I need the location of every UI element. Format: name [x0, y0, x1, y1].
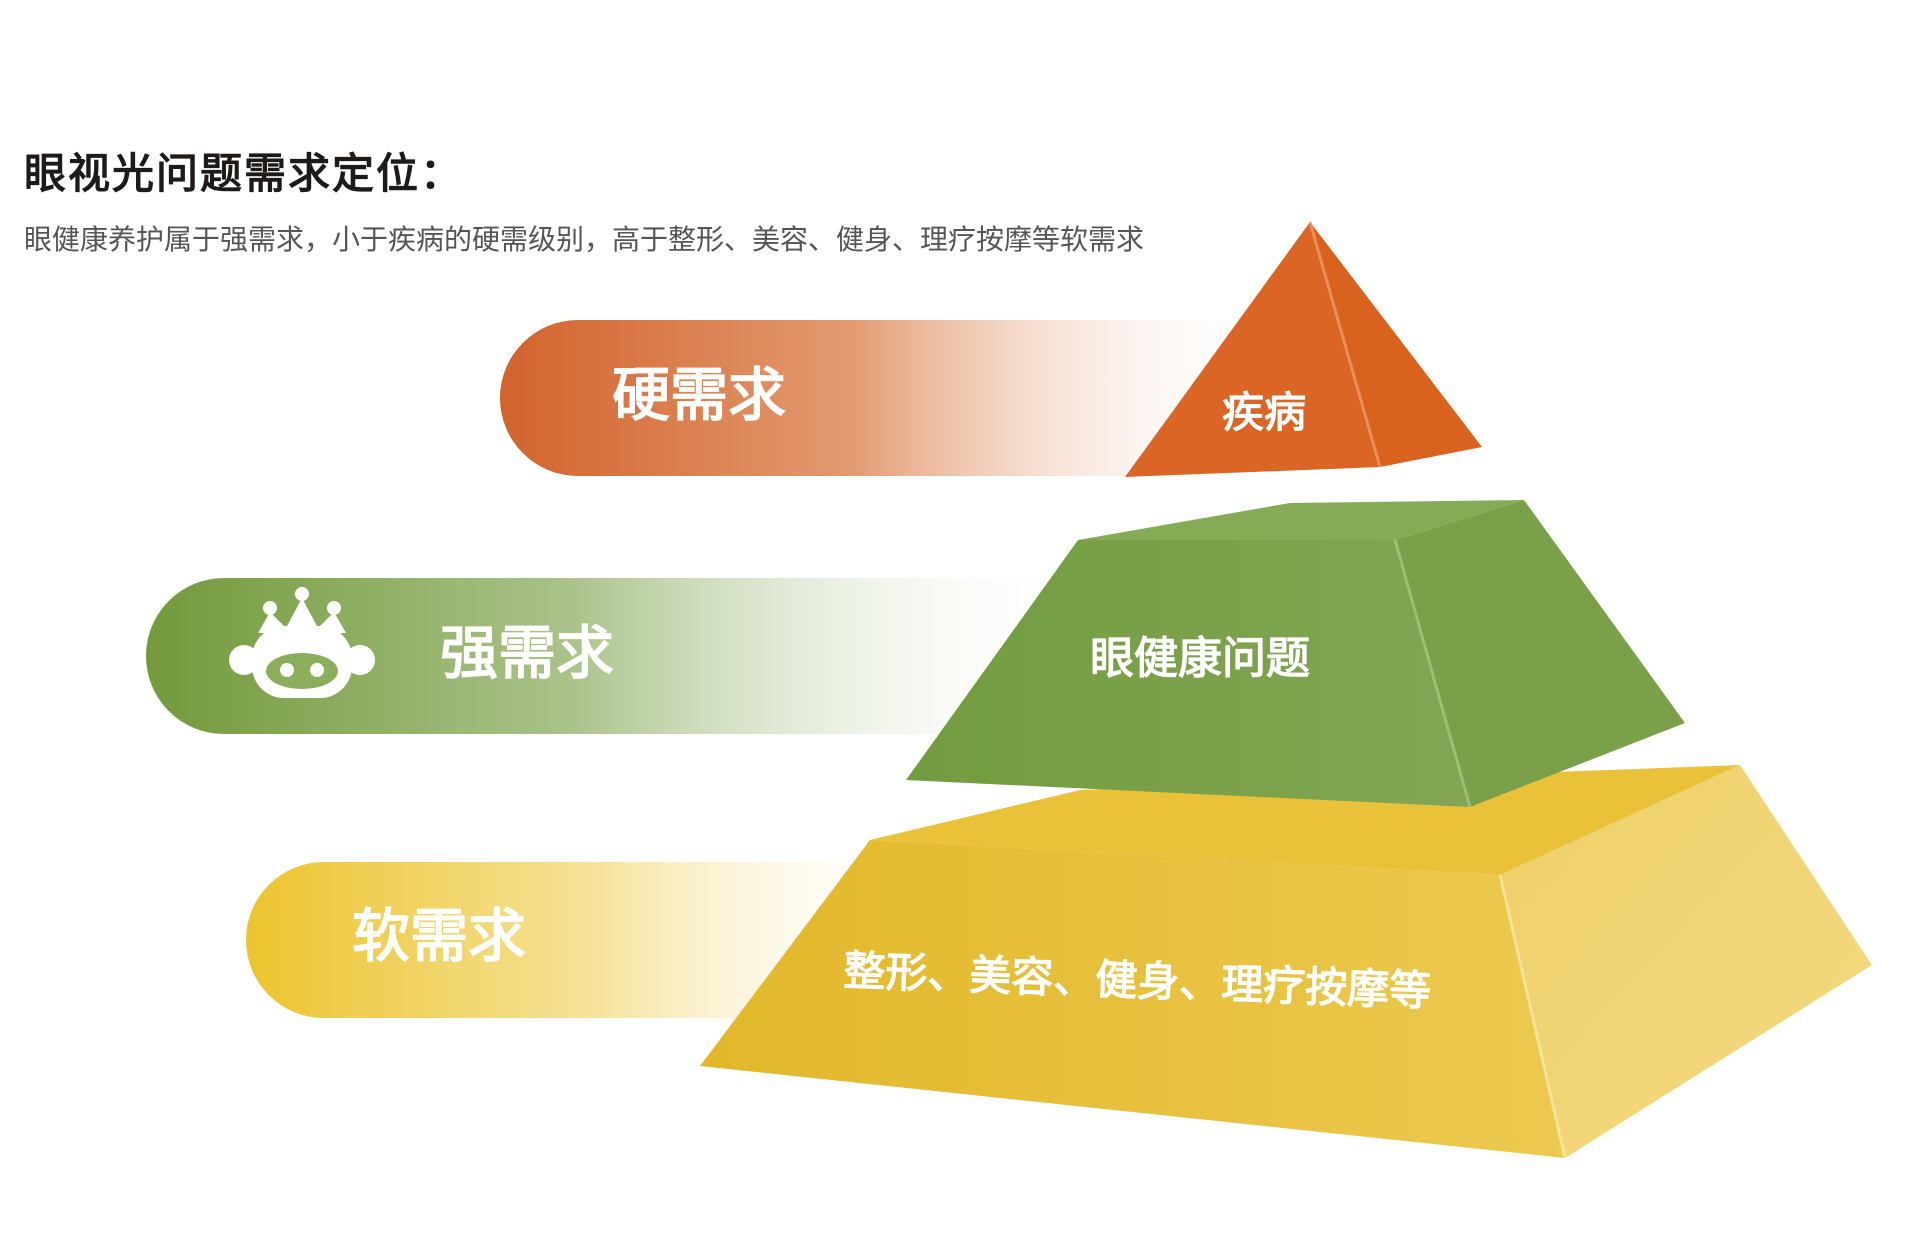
pyramid-tier-strong: 眼健康问题: [906, 500, 1685, 808]
page-subtitle: 眼健康养护属于强需求，小于疾病的硬需级别，高于整形、美容、健身、理疗按摩等软需求: [24, 223, 1145, 256]
tier-hard-front-face: [1125, 222, 1380, 477]
page-title: 眼视光问题需求定位：: [24, 149, 465, 198]
monkey-crown-icon: [229, 587, 375, 698]
pyramid-tier-soft: 整形、美容、健身、理疗按摩等: [700, 765, 1872, 1159]
band-hard-label: 硬需求: [612, 361, 786, 429]
tier-soft-side-face: [1500, 765, 1872, 1158]
band-strong-bar: [146, 578, 1096, 734]
tier-strong-front-face: [906, 540, 1470, 807]
band-strong-demand: 强需求: [146, 578, 1096, 734]
band-strong-label: 强需求: [440, 619, 614, 687]
tier-strong-top-face: [1078, 500, 1524, 540]
band-hard-demand: 硬需求: [500, 320, 1280, 476]
tier-soft-top-face: [870, 765, 1740, 875]
tier-strong-label: 眼健康问题: [1090, 633, 1310, 684]
pyramid-tier-hard: 疾病: [1125, 221, 1482, 477]
band-hard-bar: [500, 320, 1280, 476]
band-soft-label: 软需求: [352, 902, 526, 970]
tier-hard-label: 疾病: [1222, 388, 1306, 437]
tier-strong-side-face: [1395, 500, 1685, 807]
tier-soft-front-face: [700, 840, 1565, 1158]
tier-hard-side-face: [1310, 222, 1482, 467]
